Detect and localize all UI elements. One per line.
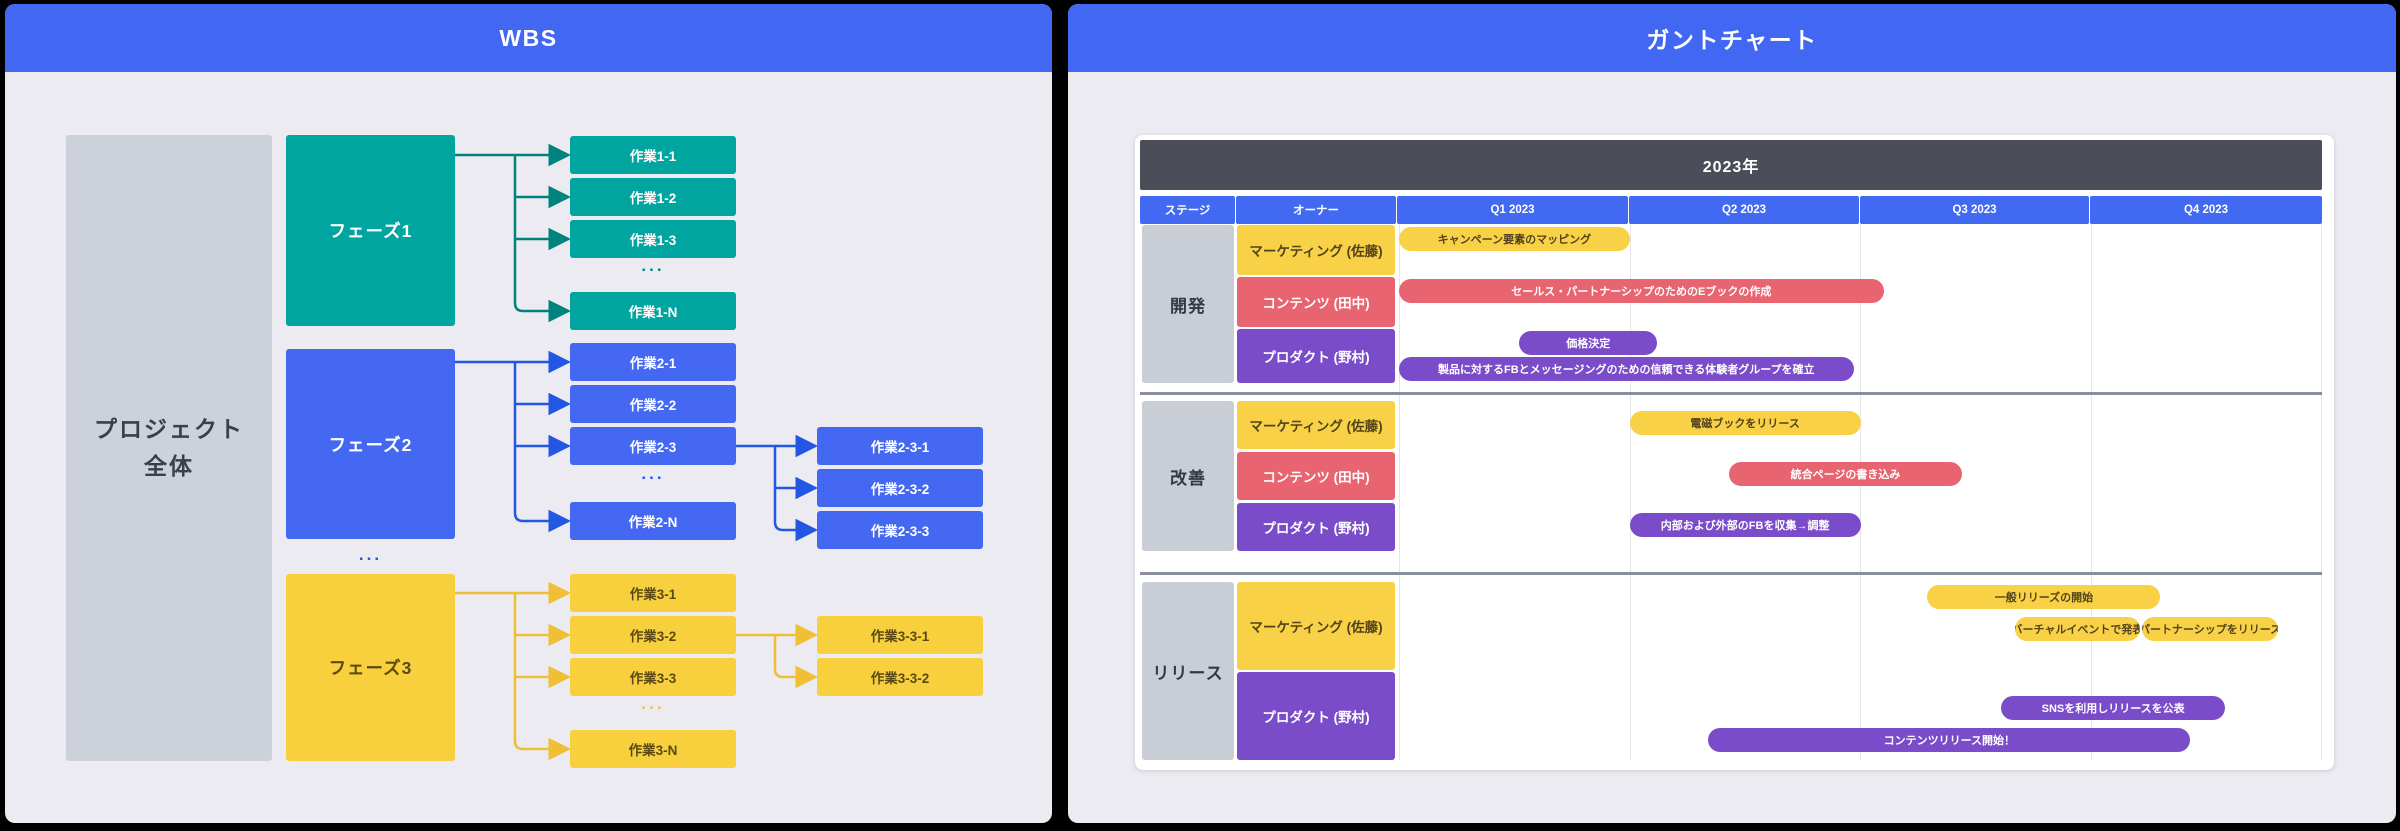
gantt-bar: 価格決定 bbox=[1518, 331, 1658, 355]
wbs-panel-title: WBS bbox=[5, 4, 1052, 72]
wbs-subtask-box: 作業3-3-1 bbox=[817, 616, 983, 654]
column-header-q1: Q1 2023 bbox=[1397, 196, 1628, 224]
gantt-bar: コンテンツリリース開始！ bbox=[1708, 728, 2191, 752]
gantt-bar: 製品に対するFBとメッセージングのための信頼できる体験者グループを確立 bbox=[1399, 357, 1854, 381]
column-header-q4: Q4 2023 bbox=[2090, 196, 2322, 224]
wbs-task-box: 作業1-N bbox=[570, 292, 736, 330]
grid-line bbox=[1399, 225, 1400, 760]
gantt-bar: 電磁ブックをリリース bbox=[1629, 411, 1861, 435]
stage-cell: リリース bbox=[1142, 582, 1234, 760]
wbs-subtask-box: 作業2-3-2 bbox=[817, 469, 983, 507]
wbs-task-box: 作業2-2 bbox=[570, 385, 736, 423]
owner-cell: プロダクト (野村) bbox=[1237, 329, 1395, 383]
wbs-phase-1-box: フェーズ1 bbox=[286, 135, 455, 326]
gantt-panel-title: ガントチャート bbox=[1068, 4, 2396, 72]
owner-cell: コンテンツ (田中) bbox=[1237, 452, 1395, 500]
wbs-root-line2: 全体 bbox=[144, 453, 194, 479]
grid-line bbox=[2321, 225, 2322, 760]
gantt-bar: バーチャルイベントで発表 bbox=[2015, 617, 2140, 641]
wbs-task-box: 作業1-3 bbox=[570, 220, 736, 258]
gantt-bar: キャンペーン要素のマッピング bbox=[1399, 227, 1630, 251]
wbs-subtask-box: 作業3-3-2 bbox=[817, 658, 983, 696]
gantt-year-header: 2023年 bbox=[1140, 140, 2322, 190]
gantt-bar: 統合ページの書き込み bbox=[1728, 462, 1963, 486]
column-header-owner: オーナー bbox=[1236, 196, 1396, 224]
wbs-phase-2-box: フェーズ2 bbox=[286, 349, 455, 539]
wbs-tasks1-ellipsis: ... bbox=[641, 256, 665, 275]
owner-cell: マーケティング (佐藤) bbox=[1237, 582, 1395, 670]
wbs-root-line1: プロジェクト bbox=[94, 416, 244, 443]
wbs-task-box: 作業2-3 bbox=[570, 427, 736, 465]
wbs-phase-3-box: フェーズ3 bbox=[286, 574, 455, 761]
wbs-task-box: 作業1-1 bbox=[570, 136, 736, 174]
owner-cell: プロダクト (野村) bbox=[1237, 503, 1395, 551]
gantt-bar: パートナーシップをリリース bbox=[2142, 617, 2279, 641]
owner-cell: プロダクト (野村) bbox=[1237, 672, 1395, 760]
wbs-task-box: 作業3-1 bbox=[570, 574, 736, 612]
column-header-q2: Q2 2023 bbox=[1629, 196, 1859, 224]
column-header-q3: Q3 2023 bbox=[1860, 196, 2089, 224]
stage-cell: 改善 bbox=[1142, 401, 1234, 551]
owner-cell: コンテンツ (田中) bbox=[1237, 277, 1395, 327]
wbs-task-box: 作業3-3 bbox=[570, 658, 736, 696]
wbs-tasks3-ellipsis: ... bbox=[641, 694, 665, 713]
stage-cell: 開発 bbox=[1142, 225, 1234, 383]
wbs-task-box: 作業2-N bbox=[570, 502, 736, 540]
wbs-root-box: プロジェクト 全体 bbox=[66, 135, 272, 761]
grid-line bbox=[2091, 225, 2092, 760]
grid-line bbox=[1860, 225, 1861, 760]
wbs-task-box: 作業1-2 bbox=[570, 178, 736, 216]
wbs-panel: WBS bbox=[5, 4, 1052, 823]
gantt-bar: 一般リリーズの開始 bbox=[1927, 585, 2161, 609]
wbs-phases-ellipsis: ... bbox=[358, 545, 383, 564]
gantt-panel: ガントチャート 2023年 ステージ オーナー Q1 2023 Q2 2023 … bbox=[1068, 4, 2396, 823]
gantt-bar: SNSを利用しリリースを公表 bbox=[2001, 696, 2226, 720]
wbs-task-box: 作業3-2 bbox=[570, 616, 736, 654]
column-header-stage: ステージ bbox=[1140, 196, 1235, 224]
wbs-subtask-box: 作業2-3-1 bbox=[817, 427, 983, 465]
wbs-tasks2-ellipsis: ... bbox=[641, 464, 665, 483]
wbs-task-box: 作業3-N bbox=[570, 730, 736, 768]
gantt-bar: セールス・パートナーシップのためのEブックの作成 bbox=[1399, 279, 1884, 303]
section-divider bbox=[1140, 572, 2322, 575]
grid-line bbox=[1630, 225, 1631, 760]
section-divider bbox=[1140, 392, 2322, 395]
gantt-bar: 内部および外部のFBを収集→調整 bbox=[1629, 513, 1861, 537]
owner-cell: マーケティング (佐藤) bbox=[1237, 225, 1395, 275]
owner-cell: マーケティング (佐藤) bbox=[1237, 401, 1395, 449]
wbs-task-box: 作業2-1 bbox=[570, 343, 736, 381]
wbs-subtask-box: 作業2-3-3 bbox=[817, 511, 983, 549]
